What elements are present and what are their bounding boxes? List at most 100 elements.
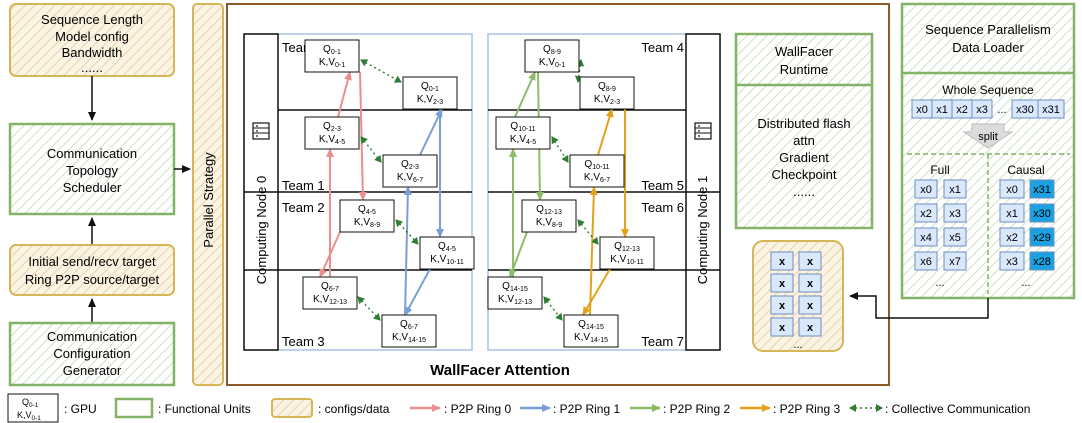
legend-collective: : Collective Communication: [849, 402, 1030, 416]
full-label: Full: [930, 163, 949, 177]
svg-text:x3: x3: [949, 208, 961, 220]
gpu-q-label: Q2-3: [401, 159, 419, 171]
svg-text:x30: x30: [1033, 208, 1051, 220]
svg-text:Runtime: Runtime: [780, 62, 828, 77]
token-grid-ellipsis: ...: [793, 339, 802, 351]
svg-text:x31: x31: [1033, 184, 1051, 196]
gpu-q-label: Q12-13: [536, 204, 562, 216]
sequence-token: x7: [943, 251, 967, 271]
gpu-box-2: Q2-3K,V4-5: [304, 116, 360, 150]
sequence-token: x6: [914, 251, 938, 271]
svg-text:x: x: [779, 322, 786, 334]
data-loader-box: Sequence Parallelism Data Loader Whole S…: [900, 2, 1076, 300]
legend-ring-3: : P2P Ring 3: [740, 402, 840, 416]
svg-text:K,V0-1: K,V0-1: [17, 410, 41, 422]
server-icon: [252, 122, 270, 140]
svg-text:x2: x2: [956, 104, 968, 116]
sequence-ellipsis: ...: [997, 104, 1006, 116]
svg-text:...: ...: [935, 277, 944, 289]
sequence-token: x3: [999, 251, 1025, 271]
svg-text:: Collective Communication: : Collective Communication: [885, 402, 1030, 416]
gpu-q-label: Q14-15: [578, 319, 604, 331]
svg-text:: P2P Ring 3: : P2P Ring 3: [773, 402, 840, 416]
wallfacer-runtime-box: WallFacer Runtime Distributed flash attn…: [734, 32, 874, 230]
svg-text:x6: x6: [920, 256, 932, 268]
gpu-box-4: Q4-5K,V8-9: [339, 199, 395, 233]
gpu-box-9: Q8-9K,V2-3: [579, 76, 635, 110]
split-arrow-icon: [962, 123, 1014, 149]
sequence-token: x30: [1029, 203, 1055, 223]
svg-text:x2: x2: [920, 208, 932, 220]
team-4-label: Team 4: [641, 40, 684, 55]
gpu-kv-label: K,V8-9: [536, 217, 562, 229]
svg-text:: P2P Ring 1: : P2P Ring 1: [553, 402, 620, 416]
svg-text:x1: x1: [1006, 208, 1018, 220]
sequence-token: x31: [1037, 99, 1065, 119]
topology-scheduler-box: Communication Topology Scheduler: [8, 122, 176, 216]
sequence-token: x2: [999, 227, 1025, 247]
sequence-token: x2: [914, 203, 938, 223]
svg-text:x0: x0: [920, 184, 932, 196]
svg-text:WallFacer: WallFacer: [775, 44, 834, 59]
sequence-token: x28: [1029, 251, 1055, 271]
svg-text:x4: x4: [920, 232, 932, 244]
ring-0-arrow: [358, 71, 367, 201]
gpu-q-label: Q8-9: [543, 44, 561, 56]
svg-text:: Functional Units: : Functional Units: [158, 402, 251, 416]
gpu-kv-label: K,V8-9: [354, 217, 380, 229]
gpu-box-13: Q12-13K,V10-11: [599, 236, 655, 270]
node-1-panel: Computing Node 1: [487, 33, 721, 351]
legend-ring-0: : P2P Ring 0: [410, 402, 511, 416]
gpu-box-11: Q10-11K,V6-7: [569, 154, 625, 188]
svg-text:x7: x7: [949, 256, 961, 268]
token-cell: x: [798, 317, 822, 337]
sequence-token: x0: [914, 179, 938, 199]
gpu-kv-label: K,V2-3: [594, 94, 620, 106]
svg-text:Generator: Generator: [63, 363, 122, 378]
svg-text:x: x: [807, 300, 814, 312]
config-generator-box: Communication Configuration Generator: [8, 321, 176, 387]
svg-text:: P2P Ring 0: : P2P Ring 0: [444, 402, 511, 416]
svg-text:x0: x0: [1006, 184, 1018, 196]
legend-configs: : configs/data: [271, 398, 390, 418]
sequence-token: x0: [911, 99, 933, 119]
gpu-box-10: Q10-11K,V4-5: [495, 116, 551, 150]
gpu-kv-label: K,V6-7: [584, 172, 610, 184]
gpu-kv-label: K,V12-13: [498, 294, 532, 306]
svg-text:Scheduler: Scheduler: [63, 180, 122, 195]
svg-text:Initial send/recv target: Initial send/recv target: [28, 254, 156, 269]
gpu-q-label: Q14-15: [502, 281, 528, 293]
gpu-kv-label: K,V6-7: [397, 172, 423, 184]
svg-text:: P2P Ring 2: : P2P Ring 2: [663, 402, 730, 416]
ring-2-arrow: [514, 71, 536, 118]
gpu-q-label: Q4-5: [358, 204, 376, 216]
svg-text:Gradient: Gradient: [779, 150, 829, 165]
ring-3-arrow: [589, 186, 598, 316]
gpu-q-label: Q4-5: [438, 241, 456, 253]
svg-text:: GPU: : GPU: [64, 402, 97, 416]
config-data-box: Sequence Length Model config Bandwidth .…: [9, 3, 175, 77]
whole-sequence-label: Whole Sequence: [942, 83, 1034, 97]
collective-arrow: [360, 136, 382, 163]
collective-arrow: [577, 219, 599, 245]
svg-text:...: ...: [1021, 277, 1030, 289]
ring-3-arrow: [597, 108, 614, 156]
legend-ring-1: : P2P Ring 1: [520, 402, 620, 416]
svg-text:Sequence Parallelism: Sequence Parallelism: [925, 22, 1051, 37]
gpu-kv-label: K,V14-15: [392, 332, 426, 344]
svg-text:Configuration: Configuration: [53, 346, 130, 361]
team-2-label: Team 2: [282, 200, 325, 215]
svg-text:Communication: Communication: [47, 329, 137, 344]
sequence-token: x3: [943, 203, 967, 223]
svg-text:x: x: [779, 256, 786, 268]
sequence-token: x3: [971, 99, 993, 119]
collective-arrow: [357, 296, 381, 321]
team-6-label: Team 6: [641, 200, 684, 215]
causal-label: Causal: [1007, 163, 1044, 177]
sequence-token: x2: [951, 99, 973, 119]
svg-text:x3: x3: [976, 104, 988, 116]
gpu-boxes: Q0-1K,V0-1Q0-1K,V2-3Q2-3K,V4-5Q2-3K,V6-7…: [302, 39, 655, 348]
svg-text:x3: x3: [1006, 256, 1018, 268]
gpu-box-5: Q4-5K,V10-11: [419, 236, 475, 270]
